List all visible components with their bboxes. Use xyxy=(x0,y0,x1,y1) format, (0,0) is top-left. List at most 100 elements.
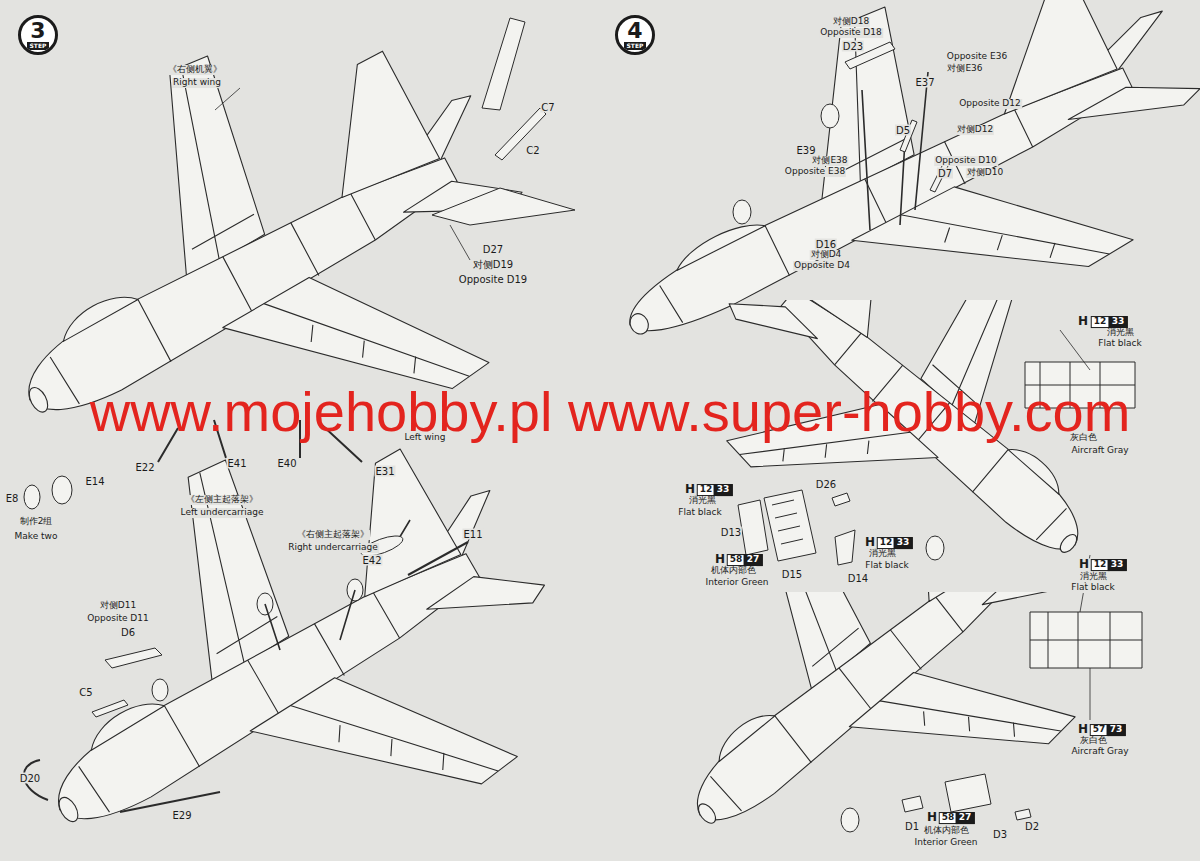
part-label: D3 xyxy=(992,829,1008,840)
part-label: 对侧D19 xyxy=(472,259,514,270)
part-label: D2 xyxy=(1024,821,1040,832)
aircraft-view xyxy=(690,300,1189,600)
paint-code: H xyxy=(926,811,938,824)
paint-code: H xyxy=(714,553,726,566)
part-label: E22 xyxy=(134,462,155,473)
part-label: 《右侧主起落架》 xyxy=(296,530,370,540)
step-number: 4 xyxy=(627,20,642,42)
paint-code: H xyxy=(864,536,876,549)
part-label: 《右侧机翼》 xyxy=(167,65,223,75)
part-label: Opposite E36 xyxy=(946,52,1008,62)
part-label: E8 xyxy=(5,493,20,504)
strut xyxy=(862,72,928,230)
step-word: STEP xyxy=(27,42,50,49)
part-label: Opposite D18 xyxy=(819,28,883,38)
part-label: 对侧D11 xyxy=(99,601,137,611)
panel-part xyxy=(105,648,162,668)
paint-code: 33 xyxy=(714,484,733,496)
small-part xyxy=(1015,809,1031,820)
paint-code: H xyxy=(684,483,696,496)
part-label: Interior Green xyxy=(705,578,770,588)
part-label: D14 xyxy=(847,573,869,584)
part-label: E37 xyxy=(914,77,935,88)
door-part xyxy=(764,490,816,561)
part-label: 对侧D4 xyxy=(810,250,843,260)
part-label: Left wing xyxy=(403,433,446,443)
part-label: E40 xyxy=(276,458,297,469)
part-label: D1 xyxy=(904,821,920,832)
part-label: D6 xyxy=(120,627,136,638)
leader-line xyxy=(450,225,470,260)
paint-code: H xyxy=(1077,315,1089,328)
wheel xyxy=(733,200,751,224)
part-label: D23 xyxy=(842,41,864,52)
fin-part xyxy=(482,18,525,110)
part-label: E29 xyxy=(171,810,192,821)
part-label: D15 xyxy=(781,569,803,580)
part-label: D13 xyxy=(720,527,742,538)
part-label: 对侧D10 xyxy=(966,168,1004,178)
part-label: 消光黑 xyxy=(1079,572,1108,582)
paint-code: 12 xyxy=(1091,559,1110,571)
rod-part xyxy=(408,542,468,575)
part-label: C7 xyxy=(540,102,555,113)
panel-part xyxy=(92,700,128,717)
part-label: Opposite D11 xyxy=(86,614,150,624)
aircraft-view xyxy=(690,300,1189,600)
part-label: 《左侧主起落架》 xyxy=(185,495,259,505)
part-label: C5 xyxy=(78,687,93,698)
part-label: 对侧D12 xyxy=(956,125,994,135)
detail-panel xyxy=(1030,612,1142,668)
door-part xyxy=(945,774,991,812)
paint-code: 12 xyxy=(877,537,896,549)
door-part xyxy=(738,500,768,555)
part-label: 灰白色 xyxy=(1069,433,1098,443)
paint-code: 27 xyxy=(744,554,763,566)
part-label: 对侧D18 xyxy=(832,17,870,27)
part-label: Opposite D10 xyxy=(934,156,998,166)
paint-code: 33 xyxy=(1108,559,1127,571)
part-label: Aircraft Gray xyxy=(1070,446,1129,456)
part-label: E11 xyxy=(462,529,483,540)
part-label: D7 xyxy=(937,168,953,179)
detail-panel-lines xyxy=(1030,612,1142,668)
part-label: 消光黑 xyxy=(688,496,717,506)
paint-code: 27 xyxy=(956,812,975,824)
paint-code: 58 xyxy=(939,812,958,824)
part-label: D26 xyxy=(815,479,837,490)
wheel xyxy=(152,679,168,701)
part-label: Flat black xyxy=(1070,583,1115,593)
paint-code: 73 xyxy=(1107,724,1126,736)
rod-part xyxy=(120,792,220,812)
door-detail xyxy=(772,500,803,544)
part-label: Flat black xyxy=(1097,339,1142,349)
small-part xyxy=(902,796,923,812)
watermark: www.mojehobby.pl www.super-hobby.com xyxy=(90,381,1131,443)
paint-code: 12 xyxy=(697,484,716,496)
leader-line xyxy=(1090,668,1091,720)
part-label: Flat black xyxy=(864,561,909,571)
part-label: 对侧E36 xyxy=(946,64,983,74)
wheel xyxy=(52,476,72,504)
step-word: STEP xyxy=(624,42,647,49)
part-label: Opposite D19 xyxy=(458,274,528,285)
aircraft-view xyxy=(660,592,1120,861)
part-label: Aircraft Gray xyxy=(1070,747,1129,757)
part-label: 机体内部色 xyxy=(923,826,970,836)
part-label: Right wing xyxy=(172,78,222,88)
part-label: D27 xyxy=(482,244,504,255)
part-label: Make two xyxy=(14,532,59,542)
part-label: E41 xyxy=(226,458,247,469)
aircraft-view xyxy=(660,592,1120,861)
part-label: E31 xyxy=(374,466,395,477)
part-label: Flat black xyxy=(677,508,722,518)
wheel xyxy=(821,104,839,128)
part-label: Opposite D12 xyxy=(958,99,1022,109)
part-label: Opposite D4 xyxy=(793,261,851,271)
stabilizer-part xyxy=(432,188,575,225)
loose-parts xyxy=(24,18,1142,832)
part-label: Left undercarriage xyxy=(180,508,265,518)
fin-part xyxy=(495,108,546,160)
door-part xyxy=(835,530,855,565)
paint-code: 12 xyxy=(1091,316,1110,328)
